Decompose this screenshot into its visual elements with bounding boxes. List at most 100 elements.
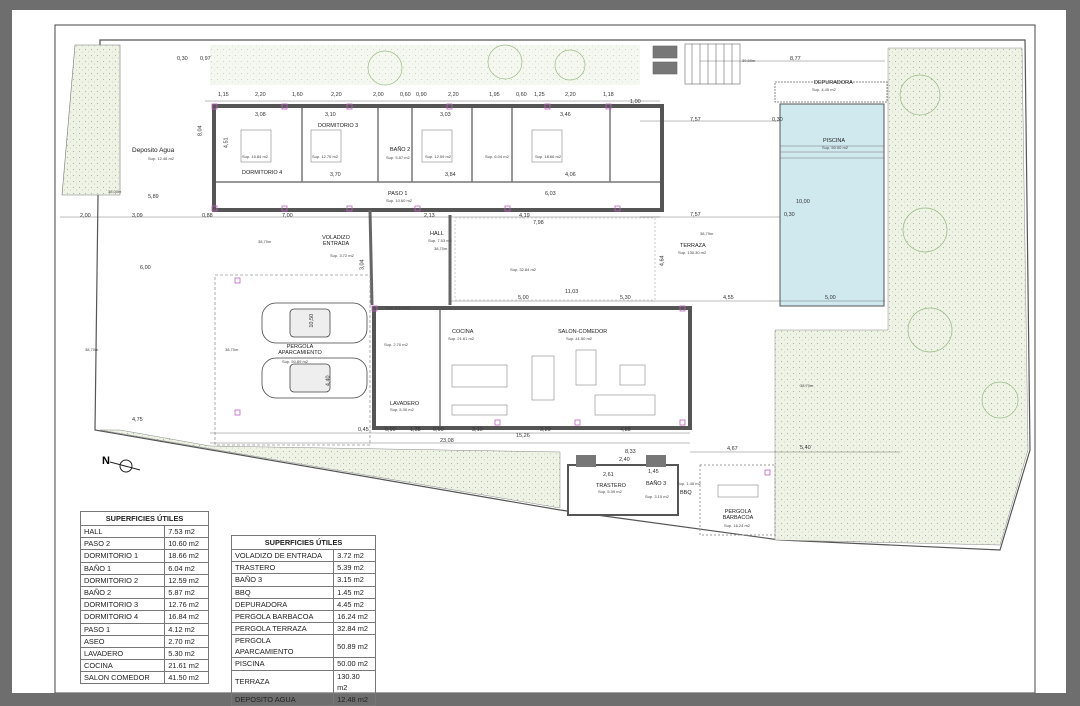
room-area: Sup. 6.04 m2 (485, 154, 509, 159)
dimension-label: 6,03 (545, 191, 556, 197)
room-area: Sup. 18.66 m2 (535, 154, 562, 159)
room-area: Sup. 41.50 m2 (566, 336, 593, 341)
dimension-label: 0,88 (202, 213, 213, 219)
table-title: SUPERFICIES ÚTILES (80, 511, 209, 526)
dimension-label: 2,20 (331, 92, 342, 98)
dimension-label: 7,00 (282, 213, 293, 219)
beds (240, 129, 563, 163)
dimension-label: 4,19 (519, 213, 530, 219)
garden-deposito (61, 44, 121, 196)
dimension-label: 0,90 (416, 92, 427, 98)
site-boundary (94, 39, 1031, 551)
room-label: PASO 1 (388, 191, 408, 197)
room-area: Sup. 1.45 m2 (677, 481, 701, 486)
room-area: Sup. 16.84 m2 (242, 154, 269, 159)
dimension-label: 0,30 (177, 56, 188, 62)
dimension-label: 3,10 (325, 112, 336, 118)
dimension-label: 1,15 (218, 92, 229, 98)
dimension-label: 4,06 (565, 172, 576, 178)
dimension-label: 3,09 (132, 213, 143, 219)
dimension-label: 3,08 (255, 112, 266, 118)
dimension-label: 3,20 (540, 427, 551, 433)
dimension-label: 5,40 (800, 445, 811, 451)
dimension-label: 1,45 (648, 469, 659, 475)
furniture (451, 349, 656, 416)
dimension-label: 0,60 (516, 92, 527, 98)
level-mark: 38,70m (258, 239, 272, 244)
depuradora (774, 81, 888, 103)
dimension-label: 4,75 (132, 417, 143, 423)
room-label: BBQ (680, 490, 692, 496)
level-mark: 38,70m (225, 347, 239, 352)
dimension-label: 4,40 (325, 375, 332, 387)
dimension-label: 5,00 (825, 295, 836, 301)
dimension-label: 15,26 (516, 433, 530, 439)
dimension-label: 1,00 (630, 99, 641, 105)
dimension-label: 3,84 (445, 172, 456, 178)
dimension-label: 2,00 (373, 92, 384, 98)
dimension-label: 5,30 (620, 295, 631, 301)
room-area: Sup. 3.15 m2 (645, 494, 669, 499)
room-area: Sup. 130.30 m2 (678, 250, 707, 255)
room-area: Sup. 12.76 m2 (312, 154, 339, 159)
room-label: TRASTERO (596, 483, 626, 489)
dimension-label: 4,67 (727, 446, 738, 452)
dimension-label: 4,64 (659, 255, 666, 267)
dimension-label: 0,90 (433, 427, 444, 433)
dimension-label: 0,30 (784, 212, 795, 218)
dimension-label: 3,46 (560, 112, 571, 118)
dimension-label: 2,40 (619, 457, 630, 463)
level-mark: 38,79m (700, 231, 714, 236)
room-area: Sup. 5.87 m2 (386, 155, 410, 160)
garden-top (210, 45, 640, 85)
dimension-label: 1,38 (410, 427, 421, 433)
room-area: Sup. 4.45 m2 (812, 87, 836, 92)
tree-icons (367, 44, 1019, 419)
hall-walls (368, 209, 452, 306)
room-area: Sup. 12.59 m2 (425, 154, 452, 159)
pool (779, 103, 885, 307)
pergola-barbacoa (699, 464, 776, 536)
room-label: SALON-COMEDOR (558, 329, 608, 335)
room-label: DEPURADORA (814, 80, 853, 86)
stairs (652, 43, 741, 85)
dimension-label: 8,04 (197, 125, 204, 137)
dimension-label: 11,03 (565, 289, 579, 295)
dimension-label: 1,18 (603, 92, 614, 98)
room-label: BAÑO 2 (390, 147, 411, 153)
dimension-label: 7,98 (533, 220, 544, 226)
dimension-label: 0,90 (385, 427, 396, 433)
level-mark: 39,50m (742, 58, 756, 63)
room-label: BAÑO 3 (646, 481, 667, 487)
dimension-label: 7,57 (690, 117, 701, 123)
dimension-label: 23,08 (440, 438, 454, 444)
room-area: Sup. 16.24 m2 (724, 523, 751, 528)
dimension-label: 3,10 (472, 427, 483, 433)
dimension-label: 8,77 (790, 56, 801, 62)
dimension-label: 7,57 (690, 212, 701, 218)
room-area: Sup. 2.70 m2 (384, 342, 408, 347)
pergola-aparcamiento (214, 274, 371, 446)
room-area: Sup. 7.53 m2 (428, 238, 452, 243)
level-mark: 38,70m (434, 246, 448, 251)
level-mark: 38,70m (800, 383, 814, 388)
room-label: DORMITORIO 3 (318, 123, 359, 129)
dimension-label: 6,00 (140, 265, 151, 271)
room-area: Sup. 12.48 m2 (148, 156, 175, 161)
